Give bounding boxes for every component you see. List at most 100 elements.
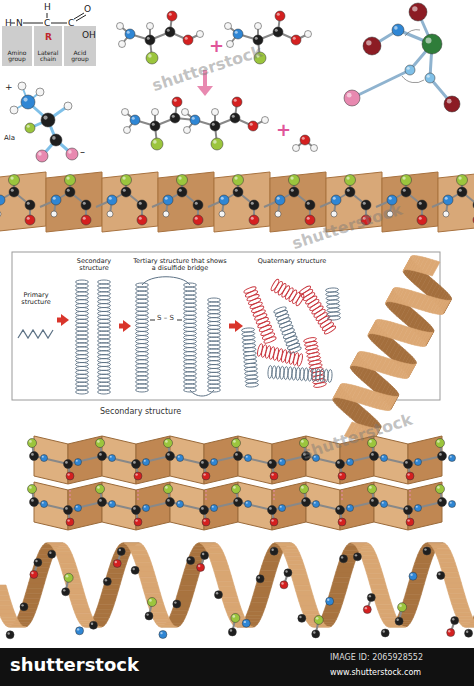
helix-coil — [76, 308, 89, 312]
helix-ribbon — [155, 622, 173, 624]
atom-highlight — [152, 123, 155, 126]
helix-ribbon — [333, 384, 341, 399]
helix-coil — [98, 284, 111, 288]
helix-ribbon — [73, 609, 91, 613]
helix-coil — [136, 352, 149, 356]
atom-letter: O — [84, 4, 91, 14]
chemical-bond — [136, 456, 170, 464]
atom-highlight — [66, 176, 69, 179]
atom-ball — [166, 498, 175, 507]
atom-highlight — [167, 499, 170, 502]
helix-coil — [76, 319, 89, 323]
helix-coil — [98, 339, 111, 343]
helix-coil — [76, 327, 89, 331]
atom-highlight — [185, 37, 188, 40]
atom-highlight — [447, 99, 452, 104]
helix-coil — [76, 323, 89, 327]
atom-ball — [392, 24, 404, 36]
helix-ribbon — [2, 621, 20, 624]
helix-ribbon — [138, 572, 156, 577]
atom-ball — [163, 211, 169, 217]
atom-highlight — [216, 592, 218, 594]
helix-coil — [98, 296, 111, 300]
helix-ribbon — [252, 592, 270, 597]
helix-coil — [136, 323, 149, 327]
helix-coil — [208, 337, 221, 341]
atom-highlight — [179, 189, 182, 192]
atom-highlight — [99, 453, 102, 456]
atom-highlight — [67, 473, 69, 475]
atom-highlight — [234, 99, 237, 102]
atom-highlight — [269, 461, 272, 464]
helix-coil — [260, 328, 274, 337]
atom-highlight — [213, 140, 217, 144]
atom-highlight — [234, 176, 237, 179]
atom-highlight — [99, 499, 102, 502]
atom-ball — [81, 200, 91, 210]
helix-coil — [252, 309, 266, 318]
atom-ball — [449, 501, 456, 508]
helix-ribbon — [101, 590, 119, 595]
helix-coil — [76, 315, 89, 319]
atom-highlight — [246, 456, 248, 458]
atom-ball — [311, 145, 318, 152]
atom-ball — [211, 459, 218, 466]
atom-highlight — [416, 460, 418, 462]
atom-ball — [122, 109, 129, 116]
helix-ribbon — [246, 611, 264, 615]
atom-highlight — [212, 506, 214, 508]
atom-highlight — [132, 117, 135, 120]
helix-ribbon — [361, 555, 379, 559]
helix-coil — [76, 378, 89, 382]
helix-coil — [184, 287, 197, 291]
atom-highlight — [164, 212, 166, 214]
atom-ball — [117, 547, 125, 555]
atom-ball — [172, 97, 182, 107]
atom-ball — [363, 37, 381, 55]
atom-highlight — [213, 110, 215, 112]
helix-coil — [76, 292, 89, 296]
inset-frame — [12, 252, 440, 400]
chemical-bond — [238, 456, 272, 464]
helix-ribbon — [333, 577, 351, 582]
atom-ball — [28, 439, 37, 448]
atom-highlight — [65, 103, 67, 105]
atom-ball — [255, 23, 262, 30]
atom-ball — [75, 459, 82, 466]
atom-ball — [245, 501, 252, 508]
pleated-sheet — [374, 436, 408, 484]
atom-ball — [228, 628, 236, 636]
helix-coil — [303, 337, 317, 344]
atom-highlight — [402, 176, 405, 179]
helix-coil — [136, 295, 149, 299]
process-arrow — [57, 318, 62, 323]
helix-ribbon — [296, 591, 314, 596]
helix-coil — [184, 376, 197, 380]
atom-highlight — [97, 440, 100, 443]
atom-highlight — [232, 115, 235, 118]
atom-highlight — [246, 502, 248, 504]
atom-ball — [331, 195, 341, 205]
atom-ball — [443, 211, 449, 217]
helix-coil — [136, 303, 149, 307]
helix-ribbon — [130, 551, 148, 554]
atom-ball — [256, 575, 264, 583]
helix-coil — [98, 355, 111, 359]
helix-coil — [208, 353, 221, 357]
atom-highlight — [419, 202, 422, 205]
atom-highlight — [147, 37, 150, 40]
helix-ribbon — [453, 608, 471, 612]
atom-ball — [473, 215, 474, 225]
peptide-plane — [382, 172, 438, 232]
atom-highlight — [195, 217, 198, 220]
atom-ball — [313, 501, 320, 508]
atom-highlight — [365, 607, 367, 609]
helix-ribbon — [0, 601, 12, 606]
atom-ball — [275, 195, 285, 205]
helix-coil — [275, 309, 289, 317]
atom-ball — [270, 518, 278, 526]
atom-highlight — [110, 456, 112, 458]
helix-coil — [184, 344, 197, 348]
atom-highlight — [424, 548, 426, 550]
atom-highlight — [165, 197, 168, 200]
